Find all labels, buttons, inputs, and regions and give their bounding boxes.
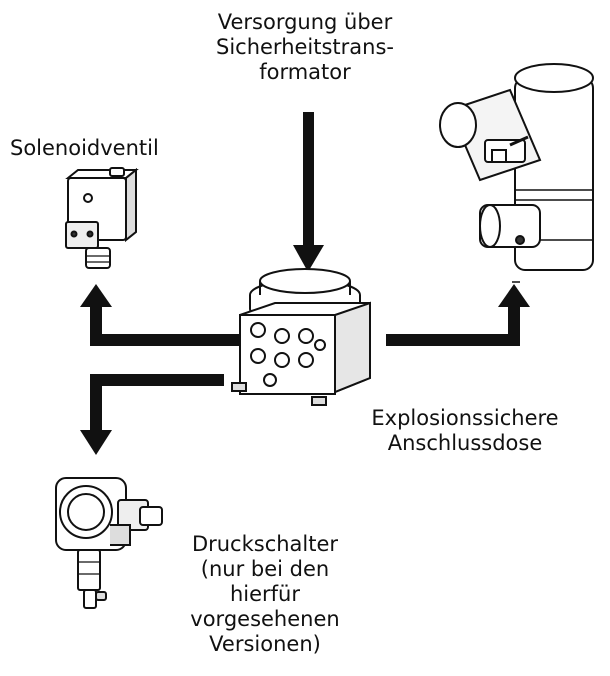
pressure-switch-icon [55, 477, 163, 609]
camera-arrow [386, 284, 530, 346]
solenoid-valve-icon [65, 167, 139, 269]
junction-box-icon [231, 268, 371, 406]
pressure-switch-arrow [80, 374, 224, 455]
pressure-switch-label-line-2: (nur bei den [200, 557, 330, 581]
supply-label-line-1: Versorgung über [217, 10, 393, 34]
camera-housing-icon [439, 63, 594, 283]
junction-box-label: Explosionssichere Anschlussdose [350, 406, 580, 456]
supply-label: Versorgung über Sicherheitstrans- format… [180, 10, 430, 85]
supply-arrow [293, 112, 324, 272]
pressure-switch-label-line-4: vorgesehenen [190, 607, 340, 631]
junction-box-label-line-1: Explosionssichere [371, 406, 559, 430]
solenoid-label-line-1: Solenoidventil [10, 136, 159, 160]
pressure-switch-label: Druckschalter (nur bei den hierfür vorge… [160, 532, 370, 657]
supply-label-line-3: formator [259, 60, 351, 84]
solenoid-label: Solenoidventil [10, 136, 190, 161]
supply-label-line-2: Sicherheitstrans- [215, 35, 394, 59]
pressure-switch-label-line-1: Druckschalter [191, 532, 339, 556]
solenoid-arrow [80, 284, 240, 346]
pressure-switch-label-line-3: hierfür [229, 582, 301, 606]
junction-box-label-line-2: Anschlussdose [387, 431, 543, 455]
pressure-switch-label-line-5: Versionen) [209, 632, 321, 656]
